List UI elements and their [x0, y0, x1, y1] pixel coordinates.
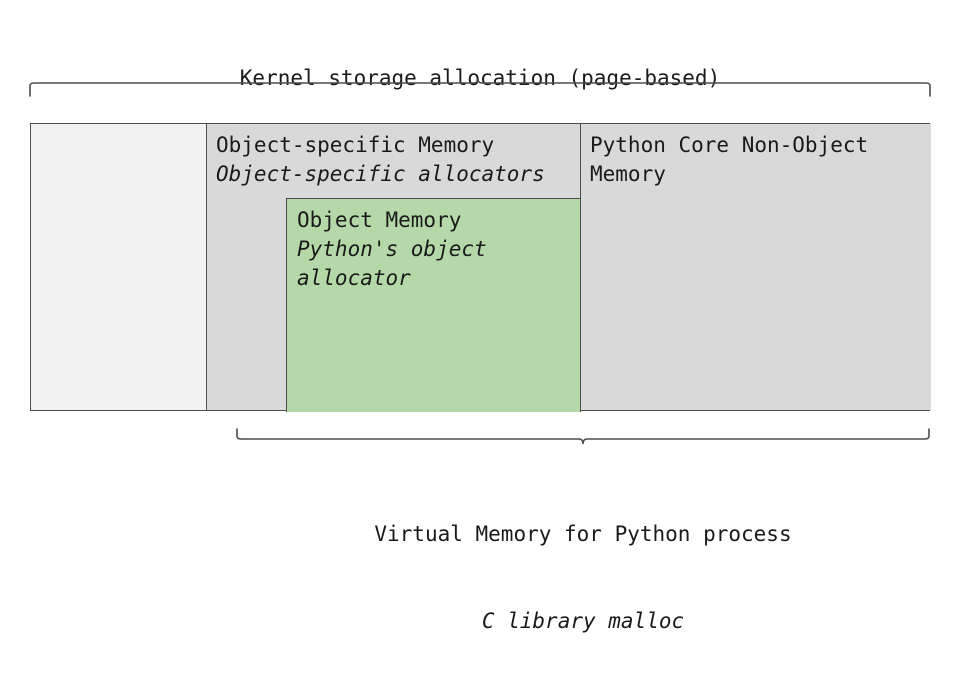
cell-object-memory-label: Object Memory Python's object allocator	[297, 206, 574, 293]
cell-object-specific-line2: Object-specific allocators	[216, 162, 545, 186]
cell-unallocated	[31, 124, 206, 410]
top-caption-line1: Kernel storage allocation (page-based)	[239, 66, 721, 90]
cell-core-nonobject-line1: Python Core Non-Object Memory	[590, 133, 869, 186]
cell-object-specific-label: Object-specific Memory Object-specific a…	[216, 131, 574, 189]
cell-python-core-non-object-memory: Python Core Non-Object Memory	[581, 124, 931, 410]
cell-object-memory-line1: Object Memory	[297, 208, 462, 232]
bottom-caption-line1: Virtual Memory for Python process	[374, 522, 792, 546]
cell-object-memory-line2: Python's object allocator	[297, 237, 487, 290]
bottom-brace	[236, 428, 930, 445]
cell-core-nonobject-label: Python Core Non-Object Memory	[590, 131, 925, 189]
bottom-caption: Virtual Memory for Python process C libr…	[237, 462, 929, 694]
cell-object-specific-line1: Object-specific Memory	[216, 133, 495, 157]
diagram-canvas: Kernel storage allocation (page-based) O…	[29, 66, 931, 633]
memory-layer-boxes: Object-specific Memory Object-specific a…	[30, 123, 931, 412]
top-brace	[29, 78, 931, 97]
bottom-caption-line2: C library malloc	[481, 609, 685, 633]
cell-object-memory: Object Memory Python's object allocator	[286, 198, 581, 412]
